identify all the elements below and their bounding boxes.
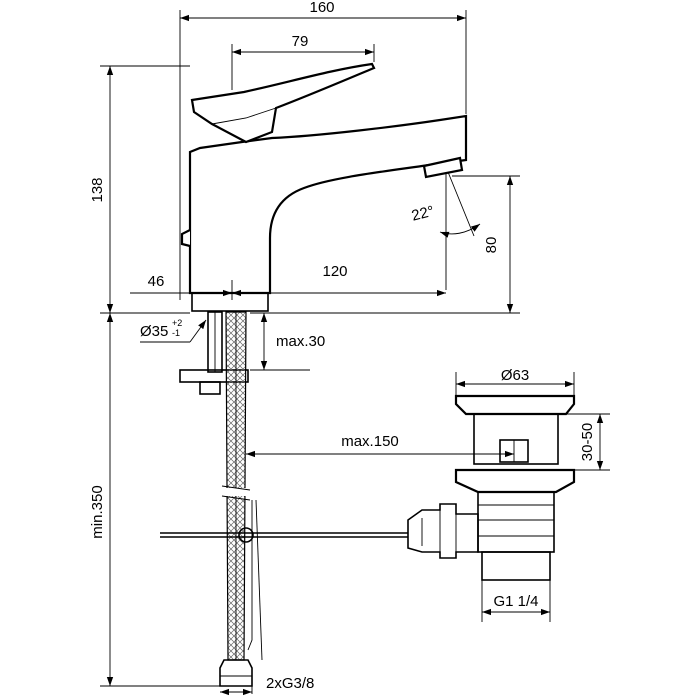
waste-flange (454, 468, 576, 494)
label-mount-hole: Ø35 (140, 323, 168, 340)
label-lever-length: 79 (292, 33, 309, 50)
under-deck-assembly (179, 311, 263, 687)
label-waste-head-diameter: Ø63 (501, 367, 529, 384)
dimension-labels: 160 79 138 80 22° 46 120 Ø35 +2 -1 max.3… (89, 0, 596, 692)
label-max-deck-thickness: max.30 (276, 333, 325, 350)
popup-rod (160, 527, 408, 543)
waste-cap (454, 394, 576, 416)
label-mount-hole-tol-lower: -1 (172, 328, 180, 338)
faucet-body (180, 62, 468, 312)
label-overall-width: 160 (309, 0, 334, 16)
faucet-outline (188, 114, 468, 295)
label-height: 138 (89, 177, 106, 202)
waste-tailpiece (481, 551, 551, 581)
label-spout-clearance: 80 (483, 237, 500, 254)
aerator (422, 156, 464, 179)
dimension-lines (100, 10, 610, 696)
overflow-connector (407, 503, 479, 559)
hose-connector (219, 659, 253, 687)
base-ring (191, 292, 269, 312)
label-hose-thread: 2xG3/8 (266, 675, 314, 692)
fixing-nut (199, 381, 221, 395)
label-waste-distance: max.150 (341, 433, 399, 450)
label-waste-thickness: 30-50 (579, 423, 596, 461)
popup-knob (180, 229, 191, 248)
waste-valve (407, 394, 576, 581)
label-hose-length: min.350 (89, 485, 106, 538)
label-spout-reach: 120 (322, 263, 347, 280)
lever-handle (190, 62, 376, 144)
label-waste-thread: G1 1/4 (493, 593, 538, 610)
label-tap-offset: 46 (148, 273, 165, 290)
label-mount-hole-tol-upper: +2 (172, 318, 182, 328)
label-spout-angle: 22° (410, 203, 436, 225)
